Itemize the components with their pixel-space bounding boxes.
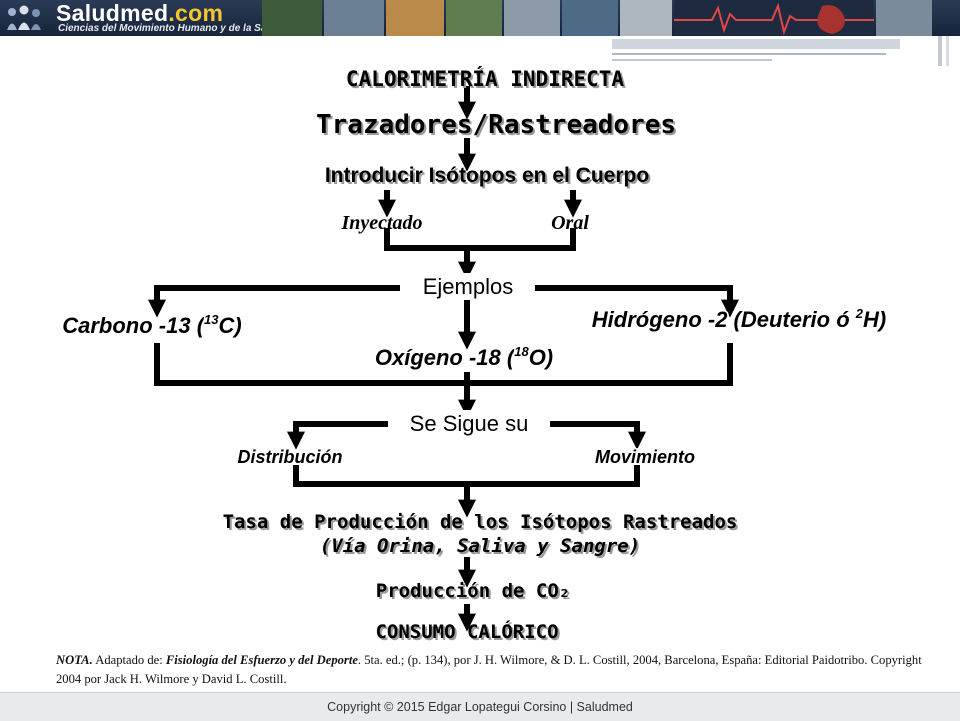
header-rule xyxy=(612,39,900,49)
footer-copyright: Copyright © 2015 Edgar Lopategui Corsino… xyxy=(327,700,633,714)
shadow-rate-sub: (Vía Orina, Saliva y Sangre) xyxy=(322,537,642,559)
route-oral: Oral xyxy=(551,212,589,234)
header-rule xyxy=(946,36,949,66)
shadow-result: CONSUMO CALÓRICO xyxy=(377,621,560,645)
isotope-hydrogen: Hidrógeno -2 (Deuterio ó 2H) xyxy=(592,306,886,332)
co2-production: Producción de CO₂ xyxy=(376,580,570,602)
header-rule xyxy=(612,53,886,55)
isotope-hydrogen-mass: 2 xyxy=(855,306,864,321)
shadow-co2: Producción de CO₂ xyxy=(378,582,572,604)
arrow-follow-to-movement xyxy=(548,421,646,450)
note-label: NOTA. xyxy=(56,653,93,667)
site-tagline: Ciencias del Movimiento Humano y de la S… xyxy=(58,23,282,34)
sports-photo-strip xyxy=(262,0,932,36)
isotope-hydrogen-symbol: H) xyxy=(863,307,886,332)
rate-heading: Tasa de Producción de los Isótopos Rastr… xyxy=(223,511,738,533)
site-logo[interactable]: Saludmed.com xyxy=(56,1,223,25)
follow-movement: Movimiento xyxy=(595,447,695,467)
diagram-title: CALORIMETRÍA INDIRECTA xyxy=(346,66,625,91)
shadow-rate: Tasa de Producción de los Isótopos Rastr… xyxy=(225,513,740,535)
route-injected: Inyectado xyxy=(340,212,422,234)
follow-label-bg xyxy=(388,410,550,436)
arrow-examples-to-hydrogen xyxy=(535,285,739,318)
isotope-carbon: Carbono -13 (13C) xyxy=(62,312,241,338)
isotope-oxygen-mass: 18 xyxy=(514,344,529,359)
shadow-tracers: Trazadores/Rastreadores xyxy=(318,112,678,142)
isotope-hydrogen-name: Hidrógeno -2 (Deuterio ó xyxy=(592,307,856,332)
connector-isotopes-merge xyxy=(154,343,733,386)
isotope-carbon-name: Carbono -13 ( xyxy=(62,313,206,338)
note-book-title: Fisiología del Esfuerzo y del Deporte xyxy=(165,653,358,667)
isotope-oxygen-name: Oxígeno -18 ( xyxy=(375,345,517,370)
isotope-carbon-symbol: C) xyxy=(219,313,242,338)
examples-label-bg xyxy=(406,273,530,299)
examples-label: Ejemplos xyxy=(423,274,513,299)
site-header: Saludmed.com Ciencias del Movimiento Hum… xyxy=(0,0,960,36)
header-rule xyxy=(938,36,942,66)
footer-bar: Copyright © 2015 Edgar Lopategui Corsino… xyxy=(0,692,960,721)
caloric-consumption: CONSUMO CALÓRICO xyxy=(375,619,558,643)
follow-distribution: Distribución xyxy=(237,447,342,467)
flow-connectors xyxy=(148,86,739,632)
source-note: NOTA. Adaptado de: Fisiología del Esfuer… xyxy=(56,651,926,689)
connector-follow-merge xyxy=(293,465,640,487)
isotope-oxygen: Oxígeno -18 (18O) xyxy=(375,344,553,370)
isotope-oxygen-symbol: O) xyxy=(529,345,553,370)
isotope-carbon-mass: 13 xyxy=(204,312,219,327)
arrow-follow-to-distribution xyxy=(287,421,392,450)
rate-subheading: (Vía Orina, Saliva y Sangre) xyxy=(320,535,640,557)
brand-suffix: .com xyxy=(168,0,224,26)
note-prefix: Adaptado de: xyxy=(95,653,163,667)
shadow-introduce: Introducir Isótopos en el Cuerpo xyxy=(327,166,651,189)
tracers-heading: Trazadores/Rastreadores xyxy=(316,110,676,140)
follow-label: Se Sigue su xyxy=(410,411,529,436)
connector-routes-merge xyxy=(384,228,576,251)
shadow-title: CALORIMETRÍA INDIRECTA xyxy=(348,68,627,93)
arrow-examples-to-carbon xyxy=(148,285,400,318)
flow-diagram: CALORIMETRÍA INDIRECTA Trazadores/Rastre… xyxy=(61,66,888,645)
header-rule xyxy=(612,59,772,61)
brand-main: Saludmed xyxy=(56,0,169,26)
people-dots-icon xyxy=(7,5,41,30)
introduce-isotopes: Introducir Isótopos en el Cuerpo xyxy=(325,164,649,187)
text-shadows: CALORIMETRÍA INDIRECTA Trazadores/Rastre… xyxy=(225,68,740,645)
note-details: . 5ta. ed.; (p. 134), por J. H. Wilmore,… xyxy=(56,653,922,686)
